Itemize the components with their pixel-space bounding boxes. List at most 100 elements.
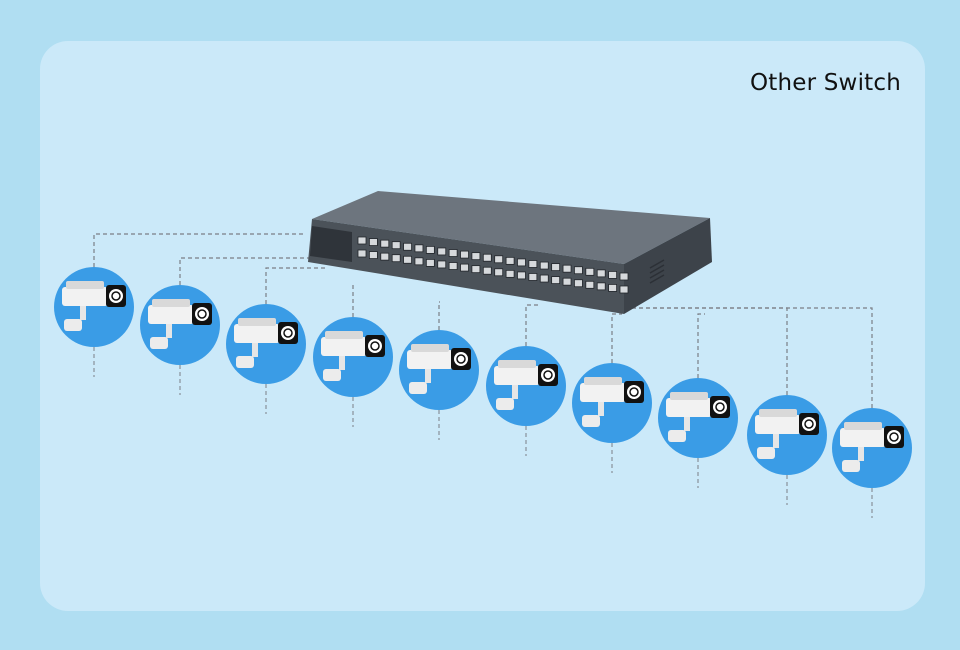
ethernet-port	[494, 268, 504, 277]
cctv-camera-icon	[399, 330, 479, 410]
ethernet-port	[482, 266, 492, 275]
ethernet-port	[505, 256, 515, 265]
cctv-camera-icon	[747, 395, 827, 475]
camera-hood	[411, 344, 449, 352]
camera-lens	[454, 352, 468, 366]
camera-hood	[670, 392, 708, 400]
ethernet-port	[574, 266, 583, 275]
ethernet-port	[460, 263, 469, 272]
camera-lens	[713, 400, 727, 414]
camera-lens	[195, 307, 209, 321]
connection-line	[352, 283, 355, 317]
connection-line	[697, 313, 705, 378]
network-switch	[308, 191, 712, 314]
camera-lens	[368, 339, 382, 353]
ethernet-port	[528, 260, 538, 268]
camera-housing	[234, 324, 280, 343]
ethernet-port	[357, 236, 367, 245]
camera-hood	[238, 318, 276, 326]
camera-mount-arm	[512, 385, 518, 399]
camera-lens-ring	[456, 354, 466, 364]
camera-hood	[498, 360, 536, 368]
ethernet-port	[551, 276, 561, 285]
camera-housing	[840, 428, 886, 447]
camera-mount-arm	[598, 402, 604, 416]
ethernet-port	[437, 260, 447, 269]
cctv-camera-icon	[658, 378, 738, 458]
camera-mount-arm	[339, 356, 345, 370]
camera-lens-ring	[197, 309, 207, 319]
camera-mount-arm	[252, 343, 258, 357]
ethernet-port	[596, 269, 606, 278]
camera-nodes	[54, 267, 912, 488]
connection-line	[611, 313, 622, 363]
camera-mount-base	[64, 319, 82, 331]
camera-lens-ring	[804, 419, 814, 429]
camera-hood	[325, 331, 363, 339]
camera-lens-ring	[283, 328, 293, 338]
camera-housing	[580, 383, 626, 402]
camera-lens-ring	[543, 370, 553, 380]
connection-line	[265, 267, 326, 304]
camera-mount-base	[150, 337, 168, 349]
camera-lens-ring	[889, 432, 899, 442]
camera-hood	[759, 409, 797, 417]
ethernet-port	[380, 252, 390, 261]
ethernet-port	[574, 279, 583, 288]
camera-housing	[407, 350, 453, 369]
ethernet-port	[482, 253, 492, 262]
camera-lens	[281, 326, 295, 340]
ethernet-port	[528, 273, 538, 281]
camera-lens	[887, 430, 901, 444]
ethernet-port	[403, 242, 412, 251]
cctv-camera-icon	[572, 363, 652, 443]
camera-housing	[62, 287, 108, 306]
camera-lens-ring	[715, 402, 725, 412]
cctv-camera-icon	[832, 408, 912, 488]
ethernet-port	[619, 272, 629, 281]
ethernet-port	[585, 267, 595, 276]
camera-mount-arm	[425, 369, 431, 383]
ethernet-port	[391, 254, 401, 263]
camera-mount-base	[757, 447, 775, 459]
camera-mount-base	[582, 415, 600, 427]
camera-housing	[755, 415, 801, 434]
camera-lens-ring	[629, 387, 639, 397]
camera-lens-ring	[370, 341, 380, 351]
ethernet-port	[471, 265, 481, 274]
ethernet-port	[414, 244, 424, 253]
camera-housing	[494, 366, 540, 385]
camera-hood	[152, 299, 190, 307]
camera-mount-base	[668, 430, 686, 442]
cctv-camera-icon	[140, 285, 220, 365]
camera-housing	[148, 305, 194, 324]
ethernet-port	[596, 282, 606, 291]
ethernet-port	[460, 250, 469, 259]
camera-housing	[321, 337, 367, 356]
ethernet-port	[368, 251, 378, 259]
ethernet-port	[471, 252, 481, 261]
camera-housing	[666, 398, 712, 417]
ethernet-port	[585, 280, 595, 289]
ethernet-port	[517, 271, 526, 280]
ethernet-port	[437, 247, 447, 256]
port-array	[357, 236, 629, 294]
ethernet-port	[380, 239, 390, 248]
diagram-title: Other Switch	[749, 70, 901, 96]
uplink-module	[310, 226, 352, 262]
ethernet-port	[539, 261, 549, 270]
cctv-camera-icon	[313, 317, 393, 397]
camera-mount-arm	[773, 434, 779, 448]
camera-mount-base	[323, 369, 341, 381]
camera-lens	[109, 289, 123, 303]
ethernet-port	[357, 249, 367, 258]
camera-hood	[584, 377, 622, 385]
ethernet-port	[608, 284, 618, 292]
camera-mount-arm	[80, 306, 86, 320]
ethernet-port	[517, 258, 526, 267]
ethernet-port	[414, 257, 424, 266]
ethernet-port	[562, 277, 572, 286]
switch-side-face	[624, 218, 712, 314]
connection-line	[93, 233, 303, 267]
camera-lens	[627, 385, 641, 399]
